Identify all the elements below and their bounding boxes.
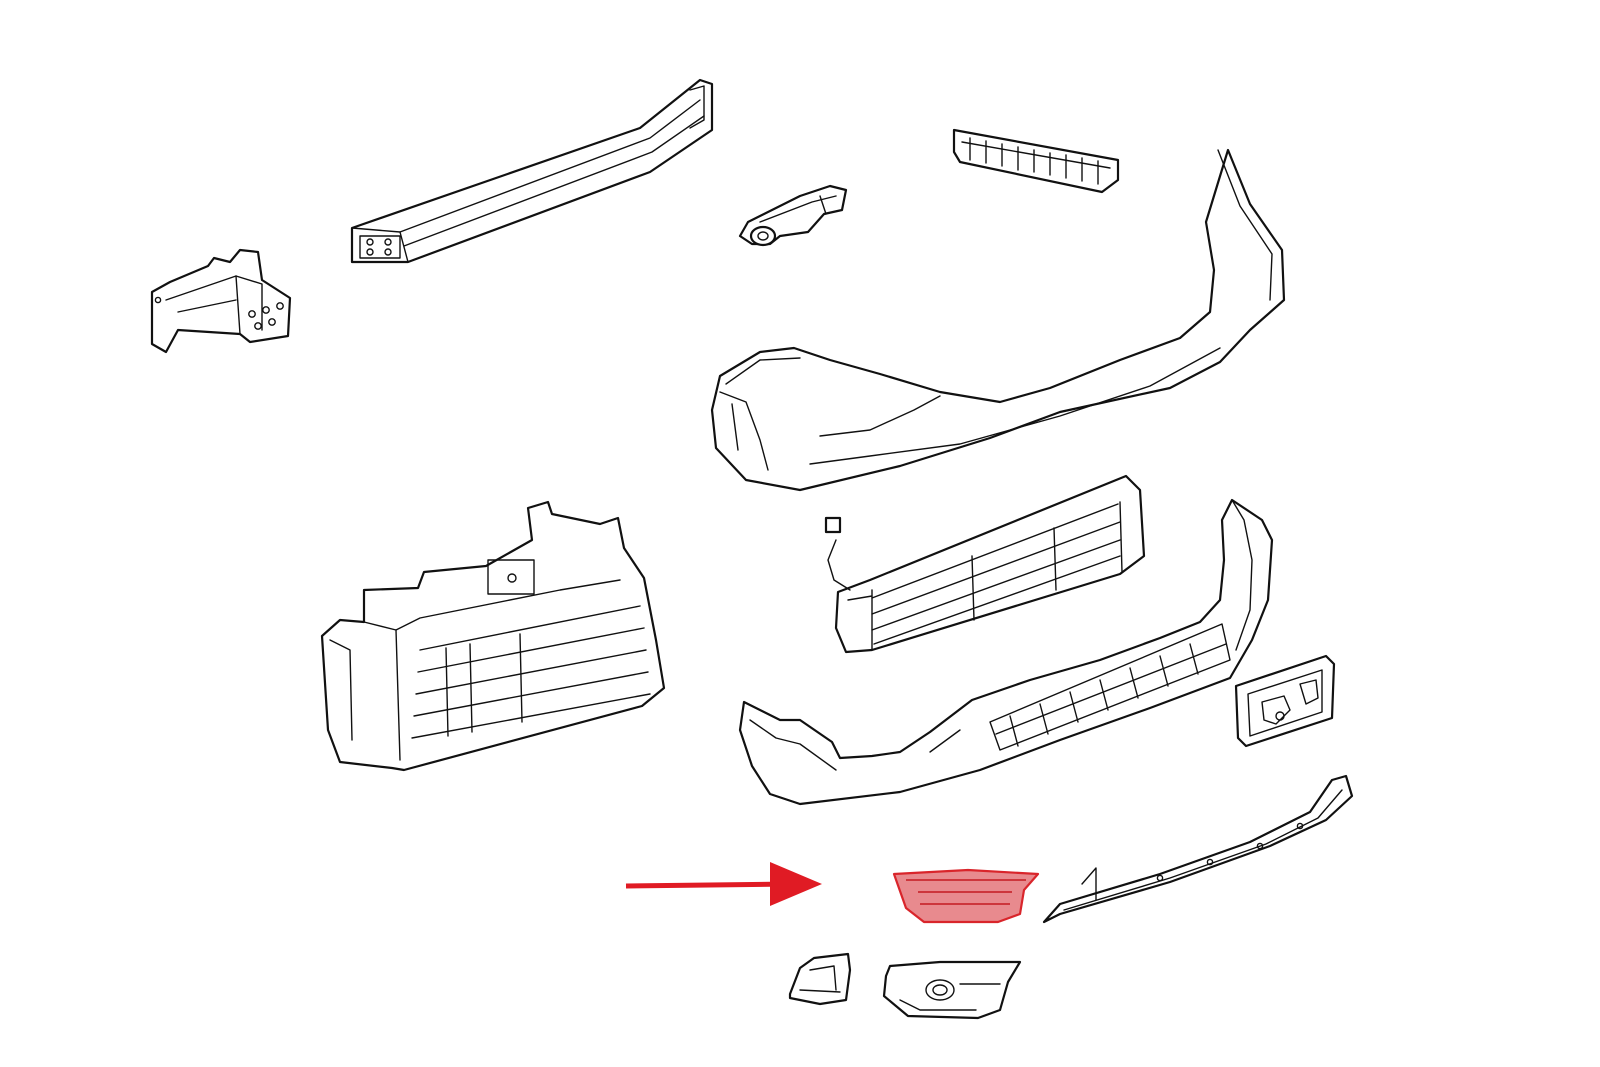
lower-trim-strip <box>1042 774 1354 924</box>
upper-bumper-support-rail <box>952 128 1120 194</box>
lower-bumper-cover <box>738 498 1274 806</box>
radiator-grille-shutter-assembly <box>320 500 666 772</box>
license-plate-bracket <box>1234 654 1336 748</box>
active-grille-shutter <box>824 474 1146 654</box>
sensor-bracket <box>738 184 848 247</box>
bumper-mounting-bracket <box>150 248 292 354</box>
upper-bumper-cover <box>710 148 1286 492</box>
fog-lamp-bezel-upper <box>892 868 1040 924</box>
small-corner-cap <box>788 952 852 1006</box>
fog-lamp-bezel-lower <box>882 960 1022 1020</box>
bumper-reinforcement-beam <box>350 78 714 264</box>
red-arrow-icon <box>625 862 822 906</box>
